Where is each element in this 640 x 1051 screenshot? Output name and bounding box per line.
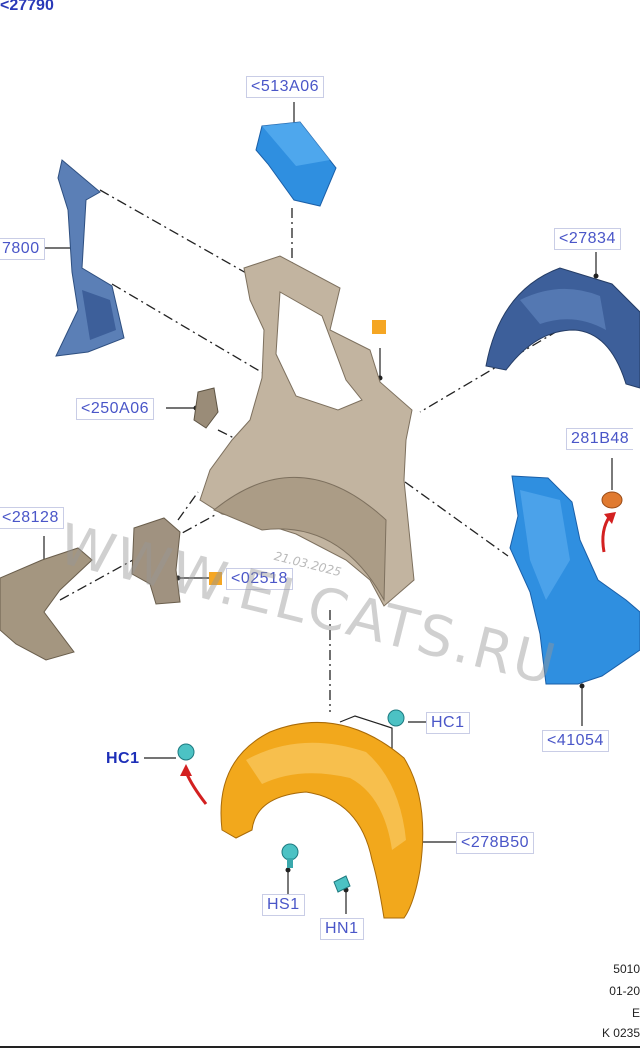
footer-line-3: E — [631, 1006, 640, 1020]
label-28128[interactable]: <28128 — [0, 507, 64, 529]
marker-square-lower — [209, 572, 222, 585]
label-27834[interactable]: <27834 — [554, 228, 621, 250]
part-278b50 — [220, 722, 424, 919]
fastener-hc1-left — [177, 743, 195, 761]
arrow-red-left — [180, 764, 208, 805]
label-hs1[interactable]: HS1 — [262, 894, 305, 916]
label-278b50[interactable]: <278B50 — [456, 832, 535, 854]
plug-281b48 — [601, 491, 623, 509]
label-281b48[interactable]: 281B48 — [566, 428, 634, 450]
bottom-divider — [0, 1046, 640, 1048]
part-02518 — [131, 517, 181, 605]
footer-line-4: K 0235 — [601, 1026, 640, 1040]
footer-line-2: 01-20 — [609, 984, 640, 998]
footer-line-1: 5010 — [613, 962, 640, 976]
label-hn1[interactable]: HN1 — [320, 918, 364, 940]
label-513a06[interactable]: <513A06 — [246, 76, 325, 98]
part-7800 — [55, 159, 125, 357]
part-27834 — [485, 267, 640, 389]
part-41054 — [509, 475, 640, 685]
label-hc1-right[interactable]: HC1 — [426, 712, 470, 734]
label-41054[interactable]: <41054 — [542, 730, 609, 752]
fastener-hc1-right — [387, 709, 405, 727]
arrow-red-right — [601, 512, 616, 553]
label-02518[interactable]: <02518 — [226, 568, 293, 590]
part-513a06 — [255, 121, 337, 207]
marker-square-upper — [372, 320, 386, 334]
fastener-hs1 — [281, 843, 299, 868]
part-quarter-panel-main — [199, 255, 415, 607]
part-250a06 — [193, 387, 219, 429]
label-hc1-left[interactable]: HC1 — [106, 750, 140, 767]
part-28128 — [0, 547, 93, 661]
fastener-hn1 — [333, 875, 351, 893]
top-part-id[interactable]: <27790 — [0, 0, 54, 14]
label-7800[interactable]: 7800 — [0, 238, 45, 260]
label-250a06[interactable]: <250A06 — [76, 398, 155, 420]
